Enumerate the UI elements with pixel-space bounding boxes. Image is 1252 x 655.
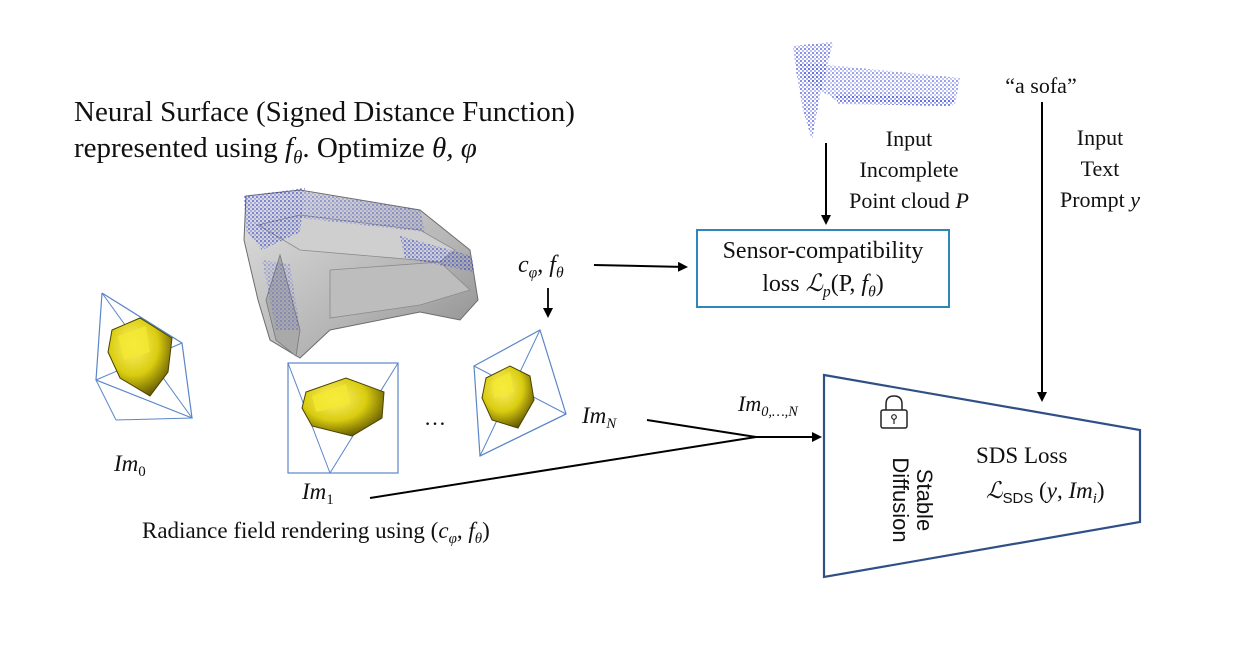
im0-sub: 0 bbox=[138, 464, 146, 481]
pc-label-var: P bbox=[955, 188, 969, 213]
sensor-box-args-f-sub: θ bbox=[868, 283, 876, 301]
radiance-caption: Radiance field rendering using (cφ, fθ) bbox=[142, 515, 490, 555]
radiance-comma: , bbox=[456, 518, 469, 543]
sd-label-line1: Stable bbox=[912, 468, 937, 532]
sds-loss-title: SDS Loss bbox=[976, 443, 1068, 468]
sensor-box-loss-word: loss bbox=[762, 271, 806, 297]
param-comma: , bbox=[537, 252, 550, 278]
sds-loss-formula: ℒSDS (y, Imi) bbox=[986, 475, 1105, 515]
params-label: cφ, fθ bbox=[518, 250, 564, 288]
sds-args-open: ( bbox=[1033, 478, 1047, 503]
sds-args-im-sub: i bbox=[1092, 491, 1097, 508]
sds-args-im: Im bbox=[1068, 478, 1093, 503]
prompt-label-line2: Text bbox=[1080, 156, 1120, 181]
combined-base: Im bbox=[738, 391, 762, 416]
sensor-box-loss-symbol: ℒ bbox=[805, 271, 823, 297]
prompt-label-var: y bbox=[1130, 187, 1141, 212]
sds-symbol: ℒ bbox=[986, 478, 1003, 503]
sensor-box-loss-sub: p bbox=[822, 283, 831, 301]
render-im1 bbox=[287, 362, 399, 474]
sensor-box-line2: loss ℒp(P, fθ) bbox=[698, 268, 948, 308]
param-f: f bbox=[549, 252, 556, 278]
prompt-label-line3-prefix: Prompt bbox=[1059, 187, 1131, 212]
im0-base: Im bbox=[114, 451, 139, 476]
sensor-box-args-f: f bbox=[861, 271, 869, 297]
prompt-label-line3: Prompt y bbox=[1048, 184, 1152, 215]
input-prompt-label: Input Text Prompt y bbox=[1048, 122, 1152, 215]
title-line2-prefix: represented using bbox=[74, 132, 285, 164]
title-params: θ, φ bbox=[432, 132, 477, 164]
input-point-cloud-image bbox=[793, 42, 960, 140]
radiance-prefix: Radiance field rendering using ( bbox=[142, 518, 439, 543]
sensor-box-line1: Sensor-compatibility bbox=[722, 238, 924, 264]
neural-surface-sofa-image bbox=[243, 188, 479, 359]
imN-base: Im bbox=[582, 403, 607, 428]
pc-label-line1: Input bbox=[885, 126, 933, 151]
sensor-compatibility-box: Sensor-compatibility loss ℒp(P, fθ) bbox=[696, 229, 950, 308]
stable-diffusion-label: Stable Diffusion bbox=[888, 440, 937, 560]
arrow-params-to-sensor bbox=[593, 261, 688, 272]
param-f-sub: θ bbox=[555, 264, 564, 282]
im1-base: Im bbox=[302, 479, 327, 504]
figure-title: Neural Surface (Signed Distance Function… bbox=[74, 94, 575, 177]
title-line1: Neural Surface (Signed Distance Function… bbox=[74, 96, 575, 128]
title-line2: represented using fθ. Optimize θ, φ bbox=[74, 130, 575, 177]
pc-label-line2: Incomplete bbox=[859, 157, 959, 182]
sds-args-y: y bbox=[1046, 478, 1057, 503]
radiance-c: c bbox=[438, 518, 449, 543]
prompt-quote: “a sofa” bbox=[1005, 73, 1077, 98]
sds-args-close: ) bbox=[1096, 478, 1105, 503]
param-c: c bbox=[518, 252, 529, 278]
imN-sub: N bbox=[606, 416, 617, 433]
render-imN-label: ImN bbox=[582, 400, 616, 440]
prompt-label-line1: Input bbox=[1076, 125, 1124, 150]
render-im0 bbox=[95, 292, 193, 421]
sensor-box-args-close: ) bbox=[875, 271, 884, 297]
title-f-theta-sub: θ bbox=[293, 147, 303, 169]
radiance-f: f bbox=[468, 518, 475, 543]
render-ellipsis: … bbox=[424, 405, 446, 430]
sds-args-comma: , bbox=[1056, 478, 1069, 503]
render-im0-label: Im0 bbox=[114, 448, 146, 488]
pc-label-line3: Point cloud P bbox=[836, 185, 982, 216]
sd-label-line2: Diffusion bbox=[888, 457, 913, 543]
radiance-c-sub: φ bbox=[448, 531, 457, 548]
param-c-sub: φ bbox=[528, 264, 538, 282]
render-imN bbox=[473, 329, 567, 457]
pc-label-line3-prefix: Point cloud bbox=[849, 188, 956, 213]
combined-renders-label: Im0,…,N bbox=[738, 388, 798, 428]
radiance-suffix: ) bbox=[482, 518, 490, 543]
line-imN-to-merge bbox=[646, 419, 757, 438]
radiance-f-sub: θ bbox=[474, 531, 483, 548]
input-pointcloud-label: Input Incomplete Point cloud P bbox=[836, 123, 982, 216]
sds-symbol-sub: SDS bbox=[1002, 490, 1034, 508]
sensor-box-args-open: (P, bbox=[830, 271, 862, 297]
combined-sub: 0,…,N bbox=[761, 404, 798, 420]
im1-sub: 1 bbox=[326, 492, 334, 509]
lock-icon bbox=[880, 395, 908, 429]
title-f-theta: f bbox=[285, 132, 294, 164]
render-im1-label: Im1 bbox=[302, 476, 334, 516]
title-line2-mid: . Optimize bbox=[302, 132, 432, 164]
line-im1-to-merge bbox=[369, 436, 757, 499]
